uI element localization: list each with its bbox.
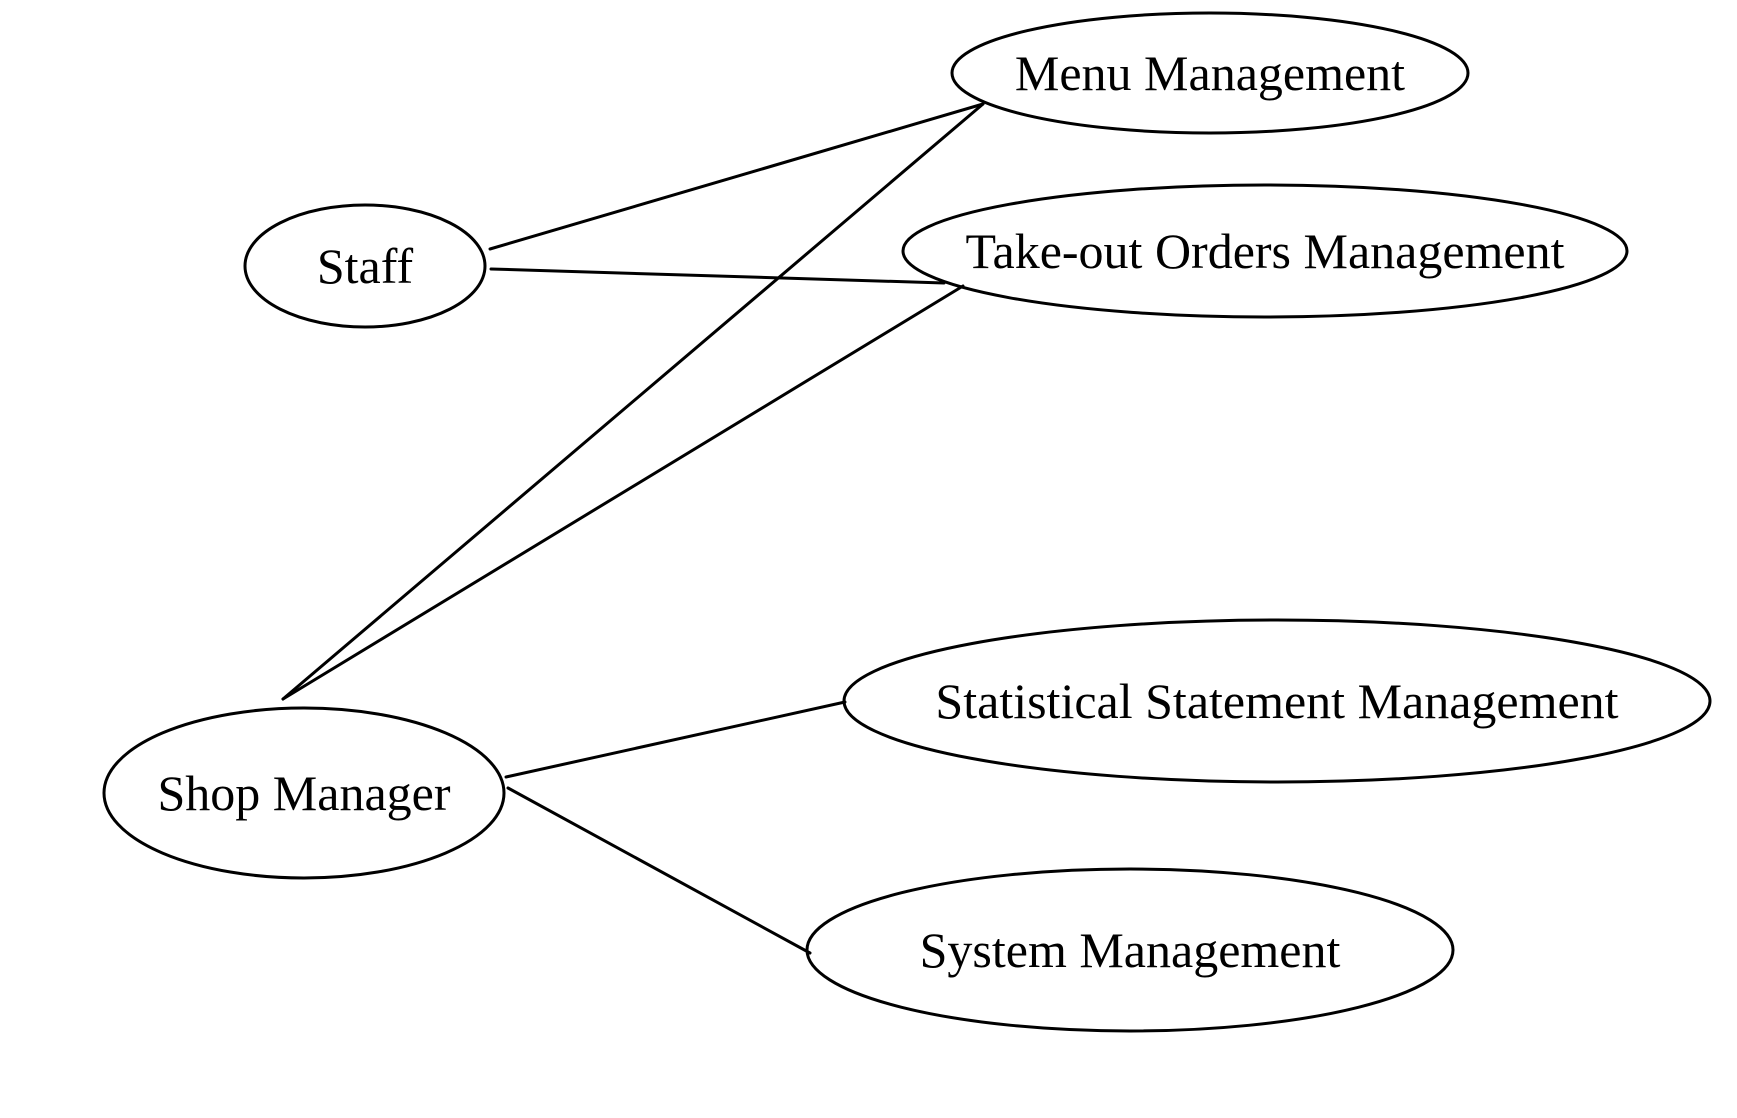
edge-shopmanager-menu	[281, 102, 985, 701]
node-label-system: System Management	[920, 922, 1341, 978]
ellipse-system	[805, 867, 1455, 1033]
edge-staff-menu	[488, 102, 985, 251]
node-statistical: Statistical Statement Management	[842, 618, 1712, 784]
ellipse-menu	[950, 11, 1470, 135]
node-label-takeout: Take-out Orders Management	[965, 223, 1564, 279]
edge-shopmanager-system	[506, 786, 812, 955]
node-label-statistical: Statistical Statement Management	[935, 673, 1618, 729]
edges-layer	[281, 102, 985, 955]
node-shop-manager: Shop Manager	[102, 706, 506, 880]
edge-shopmanager-takeout	[281, 284, 965, 701]
edge-staff-takeout	[489, 267, 946, 285]
node-label-menu: Menu Management	[1015, 45, 1405, 101]
node-label-shop-manager: Shop Manager	[158, 765, 451, 821]
ellipse-staff	[243, 203, 487, 329]
edge-shopmanager-statistical	[504, 700, 847, 779]
node-menu: Menu Management	[950, 11, 1470, 135]
ellipse-shop-manager	[102, 706, 506, 880]
ellipse-takeout	[901, 183, 1629, 319]
node-label-staff: Staff	[317, 238, 414, 294]
node-takeout: Take-out Orders Management	[901, 183, 1629, 319]
node-staff: Staff	[243, 203, 487, 329]
node-system: System Management	[805, 867, 1455, 1033]
ellipse-statistical	[842, 618, 1712, 784]
